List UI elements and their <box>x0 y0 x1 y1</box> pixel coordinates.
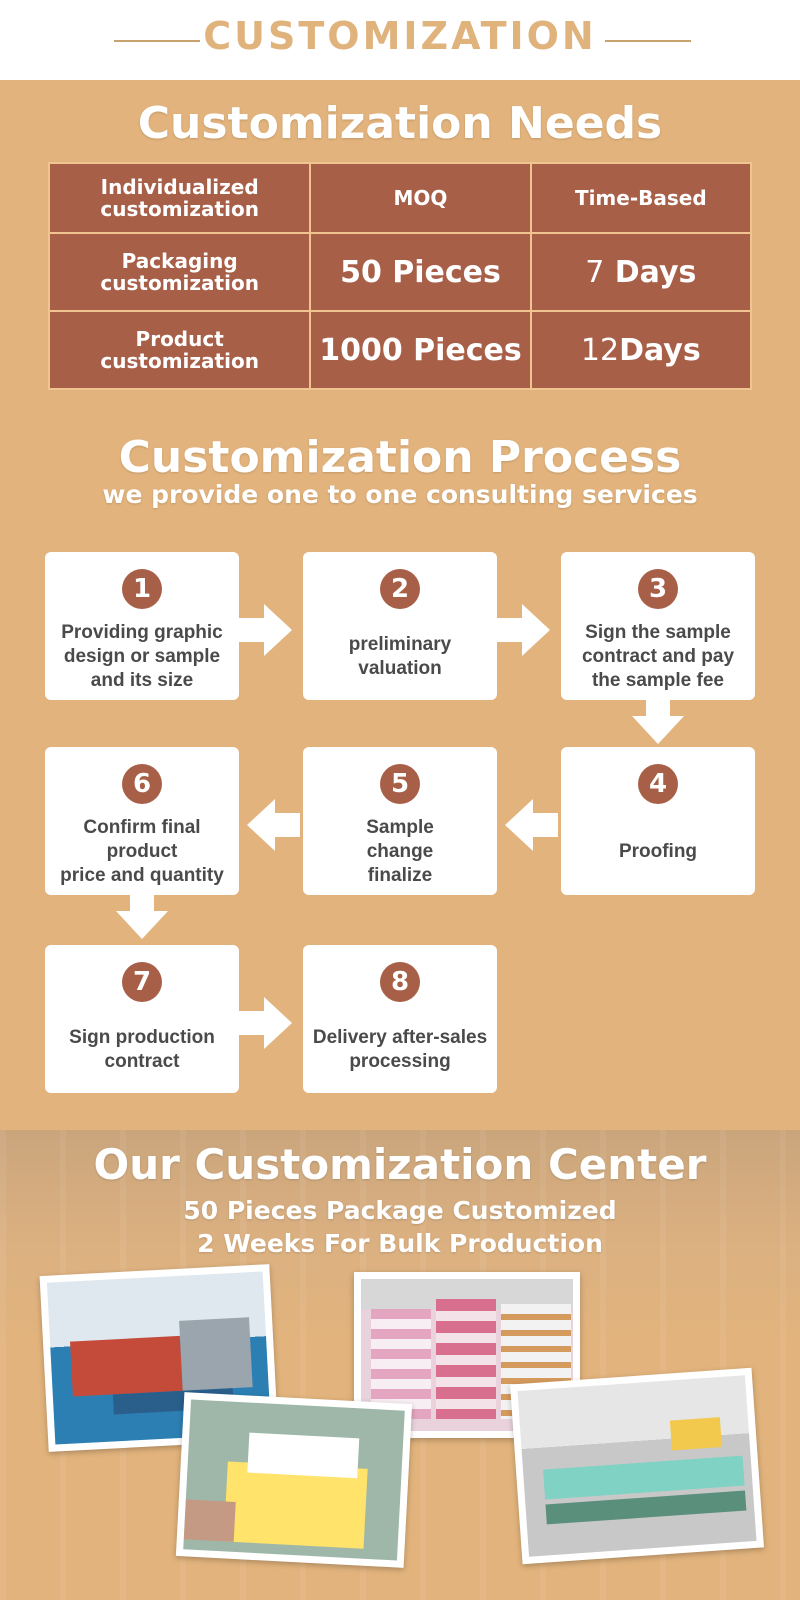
step-number-badge: 4 <box>638 764 678 804</box>
step-text: Providing graphic design or sample and i… <box>61 622 223 691</box>
header-cell: Time-Based <box>529 162 753 234</box>
step-card-7: 7 Sign production contract <box>45 945 239 1093</box>
arrow-shaft <box>130 895 154 915</box>
arrow-right-icon <box>264 604 292 656</box>
step-text-box: Proofing <box>567 815 749 889</box>
row-label: Packaging customization <box>47 232 312 312</box>
time-value: 12Days <box>529 310 753 390</box>
photo-image <box>183 1399 405 1561</box>
step-card-2: 2 preliminary valuation <box>303 552 497 700</box>
step-text: Confirm final product price and quantity <box>60 817 224 886</box>
header-cell: Individualized customization <box>47 162 312 234</box>
needs-table: Individualized customization MOQ Time-Ba… <box>47 162 753 390</box>
step-text-box: Confirm final product price and quantity <box>51 815 233 889</box>
arrow-left-icon <box>505 799 533 851</box>
needs-title: Customization Needs <box>137 98 663 149</box>
packaging-boxes-photo <box>175 1392 413 1568</box>
row-label-text: Product customization <box>100 327 259 373</box>
step-number-badge: 3 <box>638 569 678 609</box>
step-card-5: 5 Sample change finalize <box>303 747 497 895</box>
time-value: 7 Days <box>529 232 753 312</box>
header-bar: CUSTOMIZATION <box>0 0 800 80</box>
header-rule-right <box>605 40 691 42</box>
step-text-box: Sign production contract <box>51 1013 233 1087</box>
step-number-badge: 5 <box>380 764 420 804</box>
process-subtitle: we provide one to one consulting service… <box>102 480 698 509</box>
step-number-badge: 1 <box>122 569 162 609</box>
table-header-row: Individualized customization MOQ Time-Ba… <box>47 162 753 234</box>
step-number-badge: 8 <box>380 962 420 1002</box>
step-text: Sign the sample contract and pay the sam… <box>581 622 735 691</box>
table-row: Product customization 1000 Pieces 12Days <box>47 310 753 390</box>
table-row: Packaging customization 50 Pieces 7 Days <box>47 232 753 312</box>
time-unit: Days <box>614 254 697 290</box>
arrow-shaft <box>239 618 265 642</box>
header-cell: MOQ <box>309 162 532 234</box>
time-number: 7 <box>585 254 605 290</box>
step-card-8: 8 Delivery after-sales processing <box>303 945 497 1093</box>
step-card-3: 3 Sign the sample contract and pay the s… <box>561 552 755 700</box>
arrow-down-icon <box>116 911 168 939</box>
arrow-shaft <box>239 1011 265 1035</box>
step-text-box: Sign the sample contract and pay the sam… <box>567 620 749 694</box>
step-card-1: 1 Providing graphic design or sample and… <box>45 552 239 700</box>
row-label: Product customization <box>47 310 312 390</box>
photo-image <box>517 1375 757 1557</box>
step-text: Sample change finalize <box>366 817 434 886</box>
arrow-shaft <box>532 813 558 837</box>
page-title: CUSTOMIZATION <box>203 14 597 58</box>
step-text: Delivery after-sales processing <box>312 1027 488 1072</box>
step-text-box: preliminary valuation <box>309 620 491 694</box>
production-line-photo <box>510 1367 764 1565</box>
arrow-right-icon <box>264 997 292 1049</box>
row-label-text: Packaging customization <box>100 249 259 295</box>
step-number-badge: 7 <box>122 962 162 1002</box>
arrow-shaft <box>497 618 523 642</box>
step-text-box: Sample change finalize <box>309 815 491 889</box>
center-title: Our Customization Center <box>93 1140 707 1189</box>
header-rule-left <box>114 40 200 42</box>
time-unit: Days <box>619 332 701 368</box>
arrow-shaft <box>646 700 670 720</box>
center-subtitle-1: 50 Pieces Package Customized <box>183 1196 617 1225</box>
process-title: Customization Process <box>118 432 682 483</box>
step-number-badge: 2 <box>380 569 420 609</box>
arrow-down-icon <box>632 716 684 744</box>
arrow-left-icon <box>247 799 275 851</box>
moq-value: 1000 Pieces <box>309 310 532 390</box>
step-number-badge: 6 <box>122 764 162 804</box>
step-text: Sign production contract <box>69 1027 215 1072</box>
center-subtitle-2: 2 Weeks For Bulk Production <box>197 1229 603 1258</box>
arrow-right-icon <box>522 604 550 656</box>
step-text: preliminary valuation <box>348 634 452 679</box>
arrow-shaft <box>274 813 300 837</box>
time-number: 12 <box>580 332 620 368</box>
step-text: Proofing <box>618 841 698 862</box>
step-text-box: Providing graphic design or sample and i… <box>51 620 233 694</box>
step-text-box: Delivery after-sales processing <box>309 1013 491 1087</box>
step-card-6: 6 Confirm final product price and quanti… <box>45 747 239 895</box>
header-cell-text: Individualized customization <box>100 175 259 221</box>
moq-value: 50 Pieces <box>309 232 532 312</box>
step-card-4: 4 Proofing <box>561 747 755 895</box>
